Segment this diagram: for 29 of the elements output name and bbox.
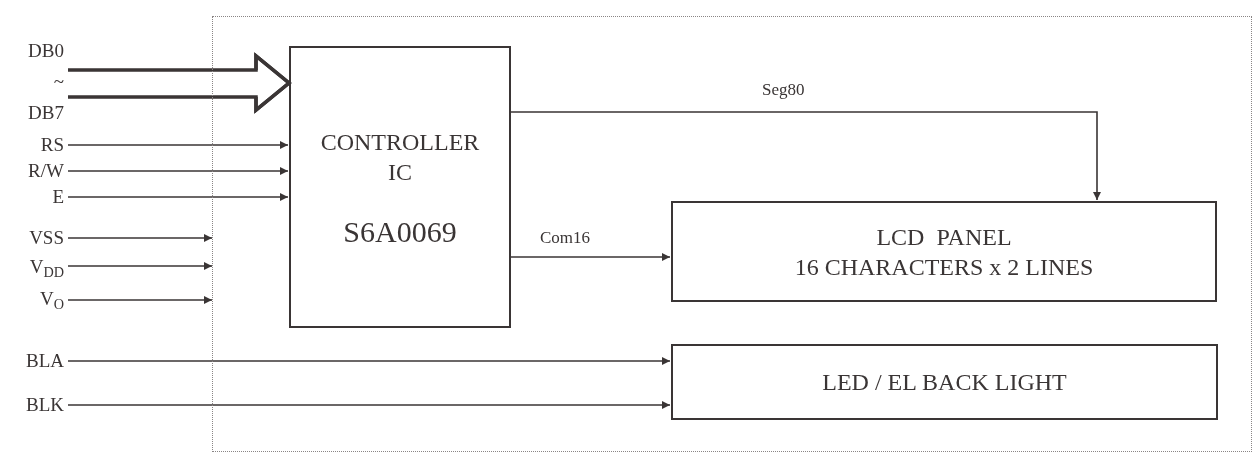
block-label: CONTROLLER IC [319,128,481,187]
block-label: 16 CHARACTERS x 2 LINES [794,252,1094,282]
pin-label: VSS [0,226,64,250]
pin-label: E [0,185,64,209]
arrow [67,141,289,149]
block-label: LCD PANEL [876,222,1012,252]
pin-label: DB0 [28,40,64,62]
pin-label: BLK [0,393,64,417]
arrow [67,167,289,175]
block-box [671,344,1218,420]
pin-label: ~ [53,71,64,93]
arrow [509,111,1101,201]
arrow [67,296,213,304]
arrow [67,234,213,242]
pin-label: DB7 [28,102,64,124]
arrow [67,193,289,201]
pin-label: R/W [0,159,64,183]
arrow [509,253,671,261]
block-box [289,46,511,328]
block-label: LED / EL BACK LIGHT [822,368,1067,397]
block-box [671,201,1217,302]
pin-label: RS [0,133,64,157]
arrow [67,262,213,270]
arrow [67,401,671,409]
pin-label: BLA [0,349,64,373]
arrow [67,357,671,365]
pin-label: V$_{O}$ [0,286,64,312]
pin-label: V$_{DD}$ [0,254,64,280]
block-label: S6A0069 [343,217,457,247]
